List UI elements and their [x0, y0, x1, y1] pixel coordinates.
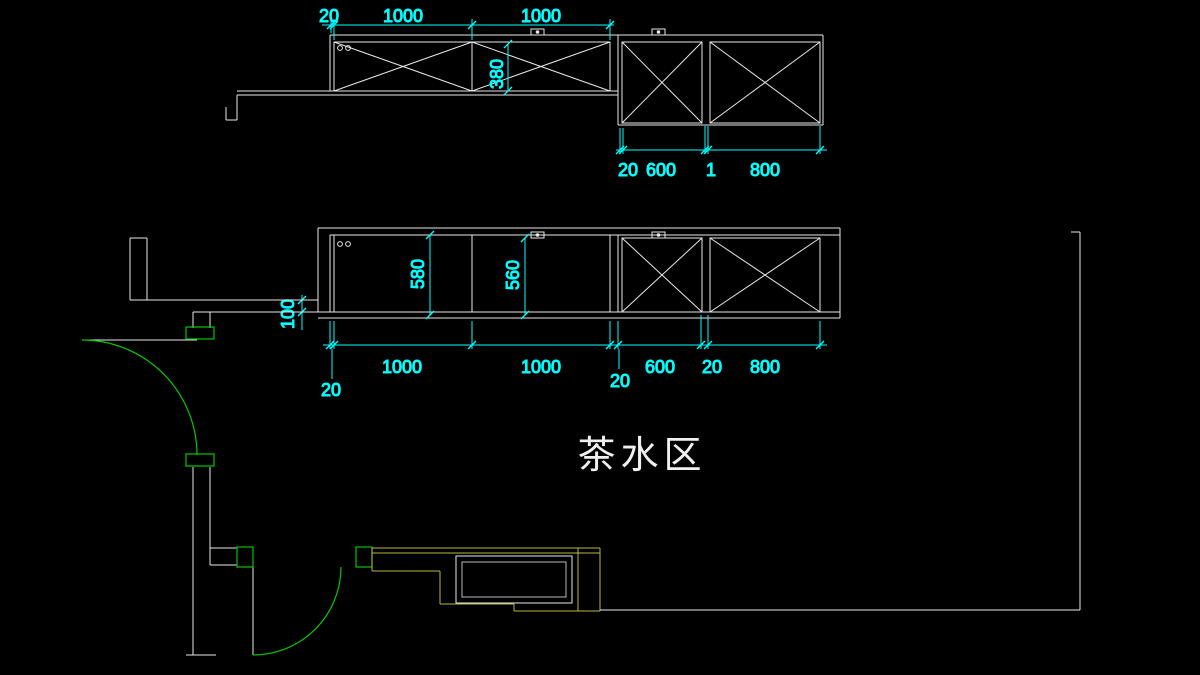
knob-icon	[345, 45, 351, 51]
door-jamb	[185, 326, 215, 340]
door-jamb	[355, 546, 373, 568]
light-fixture-icon	[651, 28, 666, 36]
dim-text: 20	[702, 357, 722, 377]
dim-text: 600	[645, 357, 675, 377]
dim-text: 560	[503, 260, 523, 290]
dim-text: 20	[319, 6, 339, 26]
door-jamb	[185, 453, 215, 467]
knob-icon	[337, 241, 343, 247]
light-fixture-icon	[530, 231, 545, 239]
area-label: 茶水区	[577, 435, 706, 477]
dim-text: 600	[646, 160, 676, 180]
counter-elevation-dimensions: 580 560 100 1000 1000 600 20 800 20 20	[278, 230, 827, 401]
room-outline	[600, 231, 1081, 611]
dim-text: 1000	[521, 357, 561, 377]
dim-text: 1000	[382, 357, 422, 377]
knob-icon	[337, 45, 343, 51]
door-jamb	[236, 546, 254, 568]
dim-text: 20	[321, 380, 341, 400]
dim-text: 100	[278, 299, 298, 329]
dim-text: 800	[750, 357, 780, 377]
dim-text: 20	[610, 371, 630, 391]
dim-text: 800	[750, 160, 780, 180]
door-swing-2	[236, 546, 373, 656]
dim-text: 1000	[383, 6, 423, 26]
sink-outline	[455, 555, 573, 604]
dim-text: 580	[408, 259, 428, 289]
door-swing-1	[81, 326, 215, 467]
door-arc	[252, 566, 342, 656]
floor-plan-walls	[82, 237, 318, 656]
light-fixture-icon	[530, 28, 545, 36]
upper-elevation-dimensions: 20 1000 1000 380 20 600 1 800	[318, 6, 827, 181]
dim-text: 1000	[521, 6, 561, 26]
knob-icon	[345, 241, 351, 247]
door-arc	[81, 339, 198, 456]
light-fixture-icon	[651, 231, 666, 239]
dim-text: 1	[706, 160, 716, 180]
dim-text: 380	[487, 59, 507, 89]
dim-text: 20	[618, 160, 638, 180]
counter-elevation	[317, 227, 841, 319]
upper-cabinet-elevation	[225, 28, 824, 126]
kitchen-counter-outline	[371, 547, 601, 612]
